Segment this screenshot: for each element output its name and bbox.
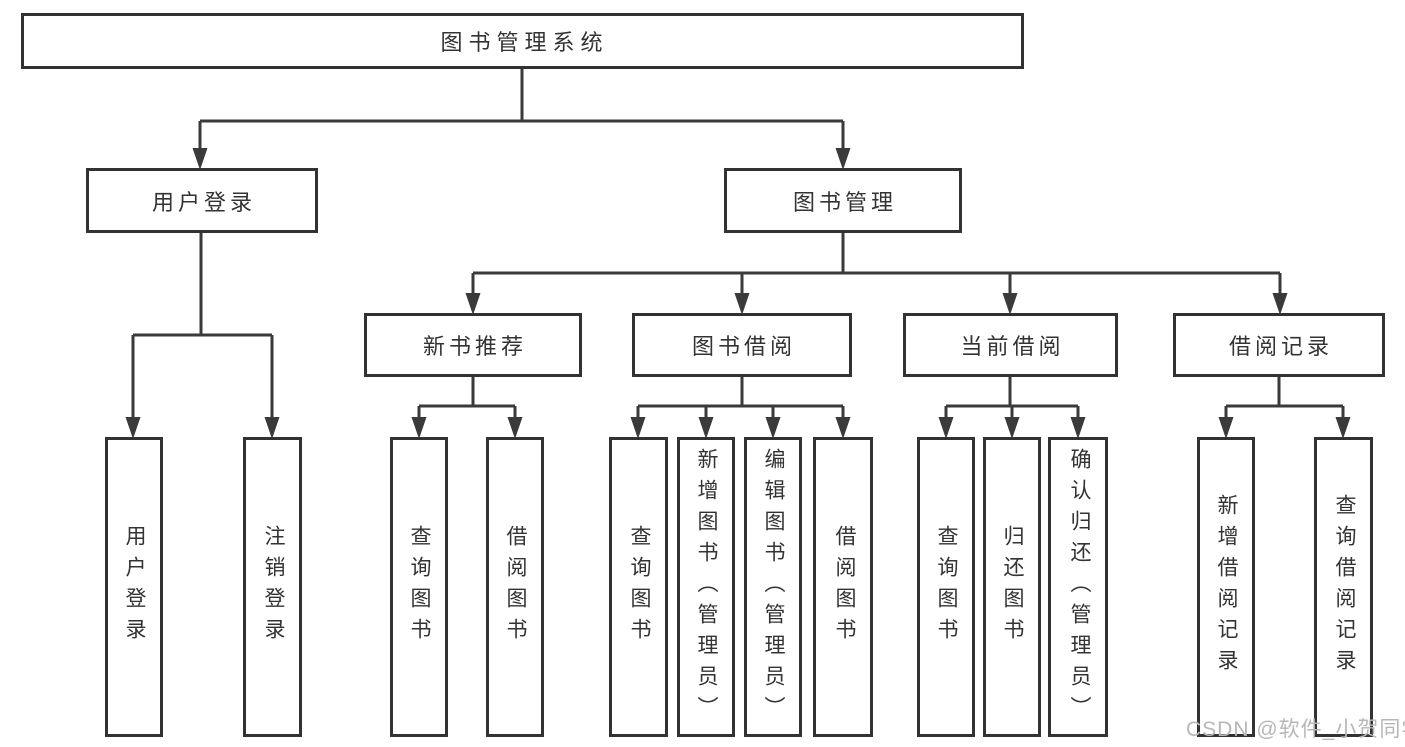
leaf-query-books-recommend: 查询图书 [390, 437, 448, 737]
arrowhead [465, 293, 481, 315]
arrowhead [1070, 417, 1086, 439]
arrowhead [1218, 417, 1234, 439]
leaf-edit-book-admin: 编辑图书（管理员） [744, 437, 802, 737]
arrowhead [264, 417, 280, 439]
leaf-borrow-books-recommend: 借阅图书 [486, 437, 544, 737]
leaf-query-books-current: 查询图书 [917, 437, 975, 737]
node-new-book-recommendation: 新书推荐 [364, 313, 582, 377]
arrowhead [765, 417, 781, 439]
node-book-management: 图书管理 [724, 168, 962, 233]
leaf-add-book-admin: 新增图书（管理员） [677, 437, 735, 737]
arrowhead [734, 293, 750, 315]
leaf-add-borrow-record: 新增借阅记录 [1197, 437, 1255, 737]
connector-user-login-subtree [131, 233, 274, 418]
node-current-borrowing: 当前借阅 [903, 313, 1118, 377]
leaf-user-login: 用户登录 [105, 437, 163, 737]
connector-book-borrow-subtree [636, 376, 845, 418]
leaf-logout: 注销登录 [243, 437, 302, 737]
arrowhead [507, 417, 523, 439]
arrowhead [1002, 293, 1018, 315]
node-borrowing-records: 借阅记录 [1173, 313, 1385, 377]
connector-book-management-subtree [471, 233, 1282, 293]
arrowhead [1272, 293, 1288, 315]
connector-borrow-records-subtree [1224, 376, 1345, 418]
arrowhead [698, 417, 714, 439]
arrowhead [835, 417, 851, 439]
arrowhead [938, 417, 954, 439]
arrowhead [835, 148, 851, 170]
arrowhead [630, 417, 646, 439]
arrowhead [125, 417, 141, 439]
leaf-borrow-books: 借阅图书 [813, 437, 873, 737]
arrowhead [1335, 417, 1351, 439]
arrowhead [1004, 417, 1020, 439]
arrowhead [192, 148, 208, 170]
leaf-return-book: 归还图书 [983, 437, 1041, 737]
arrowheads [125, 148, 1351, 439]
csdn-watermark: CSDN @软件_小贺同学 [1186, 718, 1405, 741]
node-book-borrowing: 图书借阅 [632, 313, 852, 377]
leaf-query-books-borrow: 查询图书 [609, 437, 668, 737]
connector-current-borrow-subtree [944, 376, 1080, 418]
connector-new-book-subtree [417, 376, 517, 418]
node-user-login: 用户登录 [86, 168, 318, 233]
arrowhead [411, 417, 427, 439]
leaf-query-borrow-record: 查询借阅记录 [1314, 437, 1373, 737]
connector-root-to-level2 [198, 69, 845, 148]
leaf-confirm-return-admin: 确认归还（管理员） [1048, 437, 1108, 737]
node-library-management-system: 图书管理系统 [21, 13, 1024, 69]
